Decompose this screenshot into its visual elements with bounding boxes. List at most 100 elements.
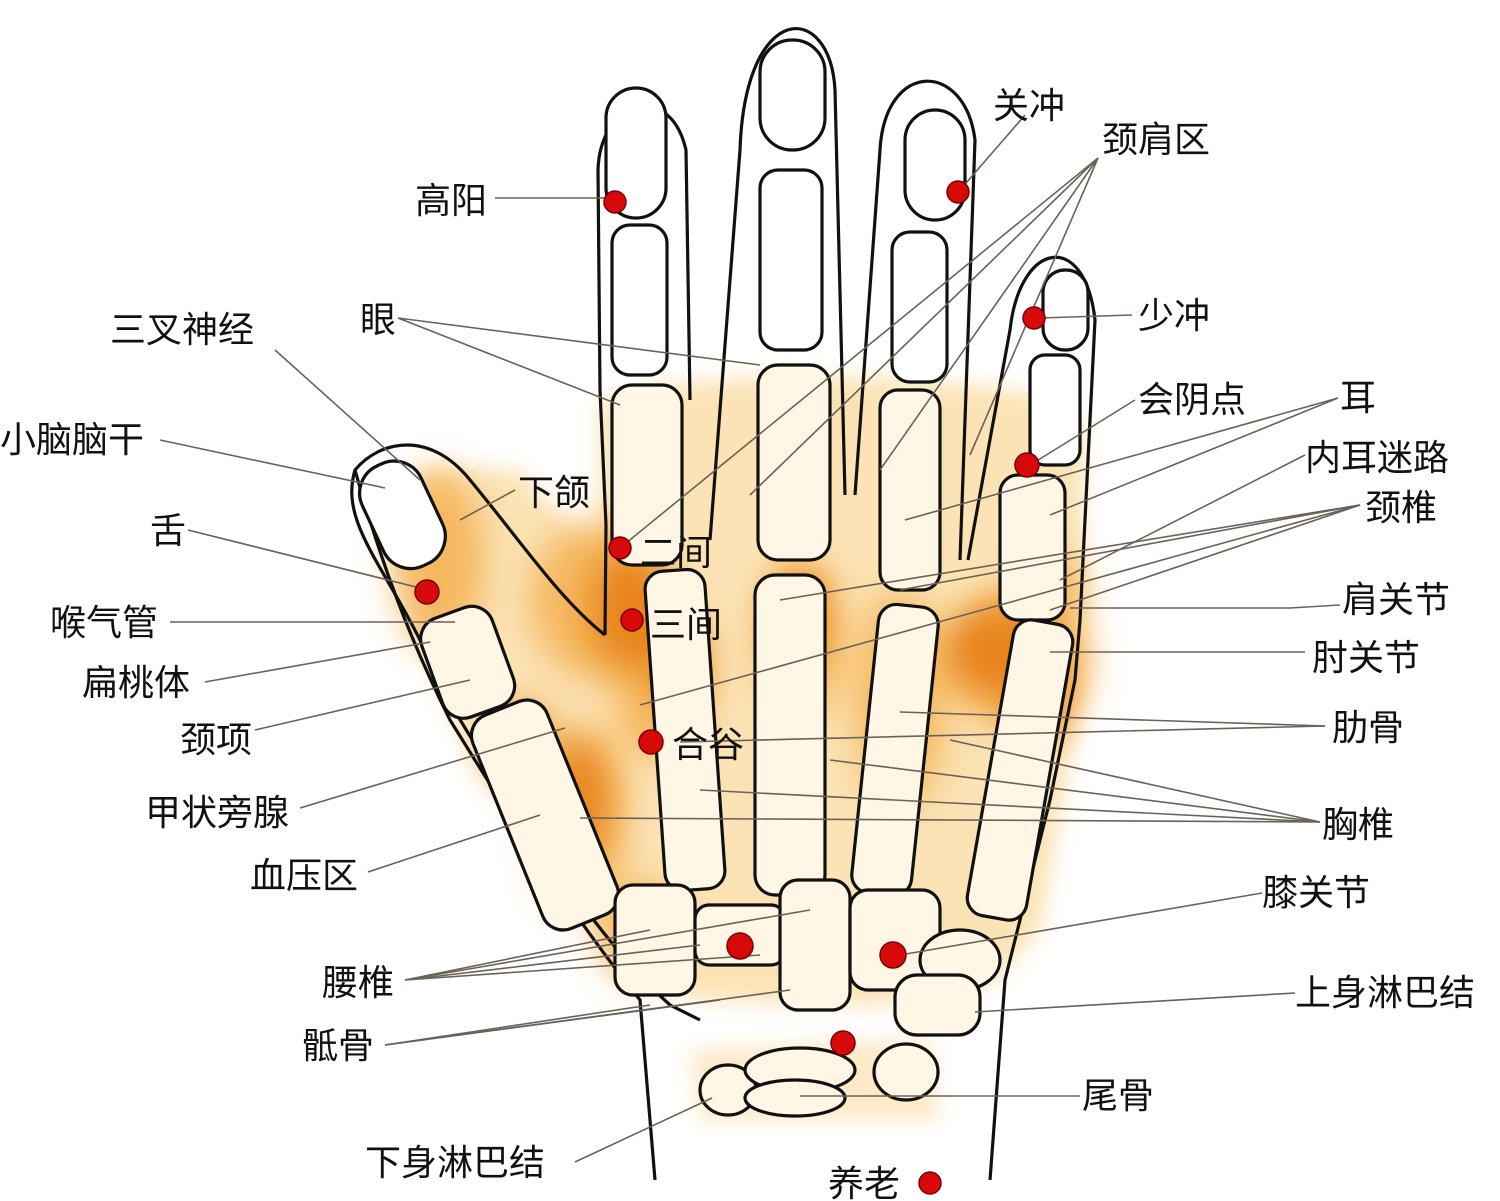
label-erjian: 二间 xyxy=(640,533,712,574)
point-shaochong xyxy=(1022,306,1046,330)
ring-middle-bone xyxy=(890,230,949,384)
leader-xiongzhui-3 xyxy=(829,759,1321,823)
point-gaoyang xyxy=(603,190,627,214)
leader-shangshenlinbajie xyxy=(974,992,1296,1013)
label-xueyaqu: 血压区 xyxy=(250,856,358,897)
middle-distal-bone xyxy=(758,38,827,152)
leader-sanchashenjing xyxy=(274,349,421,481)
leader-xueyaqu xyxy=(367,814,541,873)
leader-biantaoti xyxy=(204,641,431,683)
index-distal-bone xyxy=(604,86,668,220)
leader-jingxiang xyxy=(254,679,471,731)
leader-jingzhui-1 xyxy=(639,504,1361,706)
point-wrist xyxy=(830,1030,856,1056)
label-yan: 眼 xyxy=(360,300,396,341)
label-guanchong: 关冲 xyxy=(993,86,1065,127)
label-jianguanjie: 肩关节 xyxy=(1342,580,1450,621)
label-jingxiang: 颈项 xyxy=(180,720,252,761)
leader-jingzhui-2 xyxy=(779,504,1361,601)
label-xiongzhui: 胸椎 xyxy=(1322,805,1394,846)
leader-jianguanjie xyxy=(1070,604,1341,609)
ring-proximal-bone xyxy=(878,388,942,592)
label-er: 耳 xyxy=(1340,378,1376,419)
label-weigu: 尾骨 xyxy=(1082,1076,1154,1117)
label-gaoyang: 高阳 xyxy=(415,181,487,222)
point-yanglao xyxy=(918,1171,942,1195)
leader-jingjianqu-3 xyxy=(879,157,1099,471)
label-houqiguan: 喉气管 xyxy=(50,603,158,644)
leader-er-2 xyxy=(1049,397,1339,516)
ulna-head-bone xyxy=(872,1042,940,1102)
labels: 高阳 关冲 颈肩区 少冲 三叉神经 眼 会阴点 耳 内耳迷路 小脑脑干 下颌 颈… xyxy=(0,86,1475,1201)
capitate-bone xyxy=(778,878,852,1012)
little-metacarpal xyxy=(965,618,1075,922)
leader-shaochong xyxy=(1039,314,1133,319)
leader-xiongzhui-2 xyxy=(699,789,1321,823)
leader-er-1 xyxy=(904,397,1339,521)
label-shangshenlinbajie: 上身淋巴结 xyxy=(1295,973,1475,1014)
middle-gap xyxy=(853,79,977,561)
leader-neiermilu xyxy=(1059,454,1306,581)
leader-leigu-1 xyxy=(899,711,1326,727)
little-proximal-bone xyxy=(998,473,1067,622)
label-digu: 骶骨 xyxy=(302,1026,374,1067)
label-huiyindian: 会阴点 xyxy=(1138,380,1246,421)
leader-xiahan xyxy=(459,489,516,521)
little-distal-bone xyxy=(1041,268,1090,352)
leader-yaozhui-4 xyxy=(404,909,811,981)
leader-xiashenlinbajie xyxy=(574,1097,713,1163)
point-sanjian xyxy=(620,608,644,632)
bones xyxy=(358,38,1090,1118)
leader-guanchong xyxy=(959,114,1026,191)
point-yaozhui xyxy=(726,932,754,960)
point-xiguanjie xyxy=(879,941,907,969)
middle-metacarpal xyxy=(753,573,827,897)
leader-xiaonaonaogan xyxy=(159,439,386,489)
leader-yaozhui-3 xyxy=(404,954,761,981)
point-she xyxy=(414,579,440,605)
label-xiahan: 下颌 xyxy=(518,473,590,514)
middle-proximal-bone xyxy=(756,363,832,562)
label-leigu: 肋骨 xyxy=(1332,708,1404,749)
label-jingzhui: 颈椎 xyxy=(1365,488,1437,529)
leader-digu-3 xyxy=(384,989,791,1046)
label-yanglao: 养老 xyxy=(828,1164,900,1201)
label-hegu: 合谷 xyxy=(672,725,744,766)
triquetrum-bone xyxy=(893,973,982,1037)
leader-yan-2 xyxy=(397,317,621,406)
label-she: 舌 xyxy=(150,511,186,552)
trapezium-bone xyxy=(613,883,697,997)
leader-jingjianqu-2 xyxy=(749,157,1099,496)
label-xiaonaonaogan: 小脑脑干 xyxy=(0,420,144,461)
thumb-proximal-bone xyxy=(419,604,517,720)
leader-jingzhui-3 xyxy=(899,504,1361,591)
thumb-metacarpal xyxy=(469,698,621,932)
leader-leigu-2 xyxy=(679,725,1326,743)
lunate-bone xyxy=(743,1078,847,1118)
leader-she xyxy=(187,529,421,589)
leader-huiyindian xyxy=(1034,399,1136,463)
label-xiguanjie: 膝关节 xyxy=(1262,873,1370,914)
index-middle-bone xyxy=(610,223,669,377)
label-yaozhui: 腰椎 xyxy=(322,963,394,1004)
index-proximal-bone xyxy=(610,383,684,567)
leader-yaozhui-1 xyxy=(404,929,651,981)
point-erjian xyxy=(608,536,632,560)
leader-xiongzhui-1 xyxy=(579,817,1321,823)
leader-yan-1 xyxy=(397,317,761,366)
label-zhouguanjie: 肘关节 xyxy=(1312,638,1420,679)
label-xiashenlinbajie: 下身淋巴结 xyxy=(365,1143,545,1184)
label-shaochong: 少冲 xyxy=(1138,296,1210,337)
index-gap xyxy=(708,27,847,541)
label-jingjianqu: 颈肩区 xyxy=(1102,120,1210,161)
leader-jingzhui-4 xyxy=(1049,504,1361,611)
label-jiazhuangpangxian: 甲状旁腺 xyxy=(145,793,289,834)
point-hegu xyxy=(638,729,664,755)
point-huiyindian xyxy=(1014,452,1040,478)
leader-jiazhuangpangxian xyxy=(299,727,566,809)
point-guanchong xyxy=(946,180,970,204)
little-middle-bone xyxy=(1028,353,1082,467)
leader-xiongzhui-4 xyxy=(949,739,1321,823)
